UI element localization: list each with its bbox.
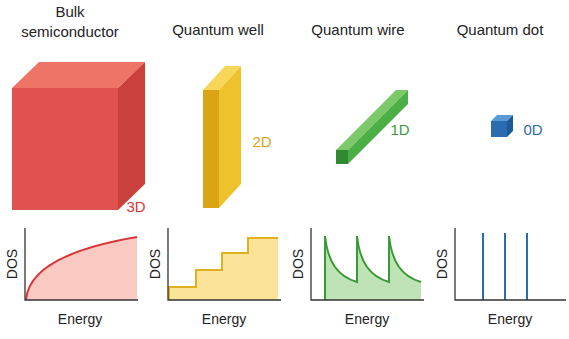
dos-fill bbox=[26, 237, 137, 300]
column-heading: Quantum wire bbox=[293, 21, 423, 39]
axis-label: DOS bbox=[4, 242, 20, 286]
wire-top bbox=[336, 90, 408, 150]
axes bbox=[168, 228, 281, 300]
column-heading: Bulk semiconductor bbox=[11, 2, 129, 42]
axes bbox=[455, 228, 566, 300]
axis-label: DOS bbox=[147, 242, 163, 286]
dimension-tag: 2D bbox=[247, 133, 277, 151]
slab-side bbox=[219, 66, 241, 208]
dimension-tag: 1D bbox=[385, 121, 415, 139]
dos-steps bbox=[169, 238, 278, 300]
cube-front bbox=[12, 88, 118, 210]
axes bbox=[311, 228, 424, 300]
column-heading: Quantum dot bbox=[435, 21, 565, 39]
axis-label: Energy bbox=[475, 311, 545, 327]
dimension-tag: 0D bbox=[518, 121, 548, 139]
dos-fill bbox=[325, 236, 421, 300]
axis-label: Energy bbox=[189, 311, 259, 327]
dot-front bbox=[491, 121, 507, 137]
dos-peaks bbox=[325, 236, 421, 300]
dos-deltas bbox=[483, 233, 527, 300]
axis-label: Energy bbox=[45, 311, 115, 327]
dimension-tag: 3D bbox=[121, 198, 151, 216]
axis-label: DOS bbox=[290, 242, 306, 286]
dot-side bbox=[507, 115, 513, 137]
column-heading: Quantum well bbox=[153, 21, 283, 39]
axes bbox=[25, 228, 138, 300]
axis-label: Energy bbox=[332, 311, 402, 327]
axis-label: DOS bbox=[434, 242, 450, 286]
dos-curve bbox=[26, 237, 137, 300]
dos-fill bbox=[169, 238, 278, 300]
wire-end bbox=[336, 150, 348, 164]
slab-front bbox=[203, 90, 219, 208]
cube-side bbox=[118, 62, 145, 210]
